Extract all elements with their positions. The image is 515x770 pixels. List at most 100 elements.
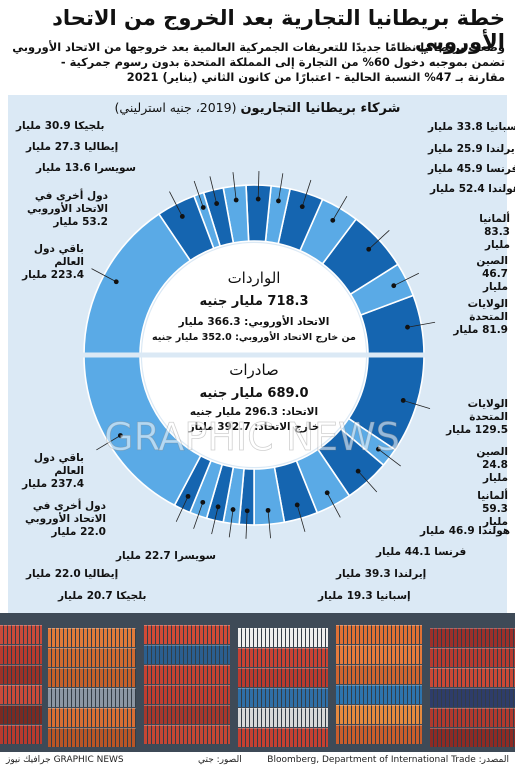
import-label-rest-of-world: باقي دول العالم 223.4 مليار [22, 243, 84, 281]
container-box [48, 708, 136, 727]
container-box [238, 668, 328, 687]
container-box [144, 665, 230, 684]
export-label-belgium: بلجيكا 20.7 مليار [58, 590, 147, 602]
export-leader-5 [267, 510, 271, 539]
import-label-switzerland: سويسرا 13.6 مليار [36, 162, 136, 174]
import-leader-dot-7 [233, 197, 239, 203]
import-label-spain: إسبانيا 33.8 مليار [428, 121, 515, 133]
container-box [430, 668, 515, 687]
import-label-china: الصين 46.7 مليار [476, 255, 508, 293]
container-box [430, 648, 515, 667]
export-label-other-eu: دول أخرى في الاتحاد الأوروبي 22.0 مليار [25, 500, 106, 538]
import-leader-8 [209, 176, 218, 204]
import-leader-dot-10 [179, 214, 185, 219]
import-leader-dot-8 [214, 201, 220, 206]
export-leader-0 [403, 400, 431, 409]
intro-line: تضمن بموجبه دخول 60% من التجارة إلى المم… [60, 55, 505, 69]
container-box [144, 625, 230, 644]
import-leader-5 [278, 173, 284, 201]
import-leader-dot-0 [405, 324, 410, 330]
container-box [336, 725, 422, 744]
exports-total: 689.0 مليار جنيه [199, 386, 308, 401]
export-leader-dot-11 [117, 433, 123, 438]
import-label-ireland: إيرلندا 25.9 مليار [428, 143, 515, 155]
export-leader-dot-5 [265, 507, 271, 513]
footer-credit: جرافيك نيوز GRAPHIC NEWS [6, 755, 124, 765]
import-leader-9 [193, 180, 204, 208]
chart-title: شركاء بريطانيا التجاريون (2019، جنيه است… [60, 100, 455, 116]
export-label-france: فرنسا 44.1 مليار [376, 546, 467, 558]
export-label-rest-of-world: باقي دول العالم 237.4 مليار [22, 452, 84, 490]
import-leader-10 [169, 191, 183, 217]
import-label-usa: الولايات المتحدة 81.9 مليار [453, 298, 508, 336]
container-box [0, 625, 42, 644]
import-leader-dot-4 [299, 204, 305, 210]
export-leader-10 [175, 496, 189, 522]
infographic-title: خطة بريطانيا التجارية بعد الخروج من الات… [52, 6, 505, 54]
exports-eu: الاتحاد: 296.3 مليار جنيه [190, 406, 318, 418]
import-leader-2 [368, 230, 390, 250]
export-leader-9 [193, 502, 204, 529]
container-box [336, 665, 422, 684]
container-box [430, 688, 515, 707]
import-leader-4 [301, 179, 312, 207]
export-leader-dot-9 [200, 499, 206, 505]
footer-source: المصدر: Bloomberg, Department of Interna… [267, 755, 509, 765]
exports-noneu: خارج الاتحاد: 392.7 مليار [188, 421, 320, 433]
container-box [238, 688, 328, 707]
import-leader-7 [232, 172, 237, 201]
import-leader-dot-2 [366, 246, 372, 252]
import-label-netherlands: هولندا 52.4 مليار [430, 183, 515, 195]
import-label-other-eu: دول أخرى في الاتحاد الأوروبي 53.2 مليار [27, 190, 108, 228]
container-box [48, 668, 136, 687]
intro-line: مقارنة بـ 47% النسبة الحالية - اعتبارًا … [126, 70, 505, 84]
container-box [238, 728, 328, 747]
export-leader-dot-0 [400, 398, 406, 403]
import-leader-1 [393, 272, 420, 287]
container-box [0, 705, 42, 724]
container-box [430, 728, 515, 747]
exports-title: صادرات [229, 361, 279, 379]
export-leader-dot-1 [375, 446, 381, 452]
container-box [144, 645, 230, 664]
import-leader-dot-6 [255, 196, 261, 202]
import-label-france: فرنسا 45.9 مليار [428, 163, 515, 175]
export-label-china: الصين 24.8 مليار [476, 446, 508, 484]
import-label-italy: إيطاليا 27.3 مليار [26, 141, 119, 153]
container-box [430, 628, 515, 647]
imports-total: 718.3 مليار جنيه [199, 294, 308, 309]
export-leader-3 [326, 492, 341, 518]
export-leader-1 [378, 448, 401, 467]
import-leader-dot-9 [200, 205, 206, 210]
container-box [238, 648, 328, 667]
container-box [48, 648, 136, 667]
container-box [238, 708, 328, 727]
container-box [48, 728, 136, 747]
export-label-spain: إسبانيا 19.3 مليار [318, 590, 411, 602]
container-box [430, 708, 515, 727]
export-leader-11 [96, 435, 121, 451]
export-leader-7 [228, 509, 234, 538]
container-box [144, 705, 230, 724]
import-leader-11 [91, 268, 117, 283]
export-leader-dot-10 [185, 493, 191, 499]
container-box [0, 645, 42, 664]
container-box [0, 665, 42, 684]
export-leader-dot-8 [215, 504, 221, 510]
import-label-germany: ألمانيا 83.3 مليار [479, 213, 510, 251]
export-label-ireland: إيرلندا 39.3 مليار [336, 568, 427, 580]
imports-noneu: من خارج الاتحاد الأوروبي: 352.0 مليار جن… [152, 331, 356, 343]
chart-title-sub: (2019، جنيه استرليني) [114, 100, 237, 115]
export-label-germany: ألمانيا 59.3 مليار [477, 490, 508, 528]
export-leader-dot-7 [230, 507, 236, 512]
export-leader-4 [296, 504, 306, 532]
container-box [48, 628, 136, 647]
export-leader-dot-2 [355, 468, 361, 474]
export-label-switzerland: سويسرا 22.7 مليار [116, 550, 216, 562]
export-label-netherlands: هولندا 46.9 مليار [420, 525, 511, 537]
container-box [0, 685, 42, 704]
export-label-italy: إيطاليا 22.0 مليار [26, 568, 119, 580]
watermark: GRAPHIC NEWS [104, 415, 400, 459]
export-leader-2 [357, 470, 378, 493]
